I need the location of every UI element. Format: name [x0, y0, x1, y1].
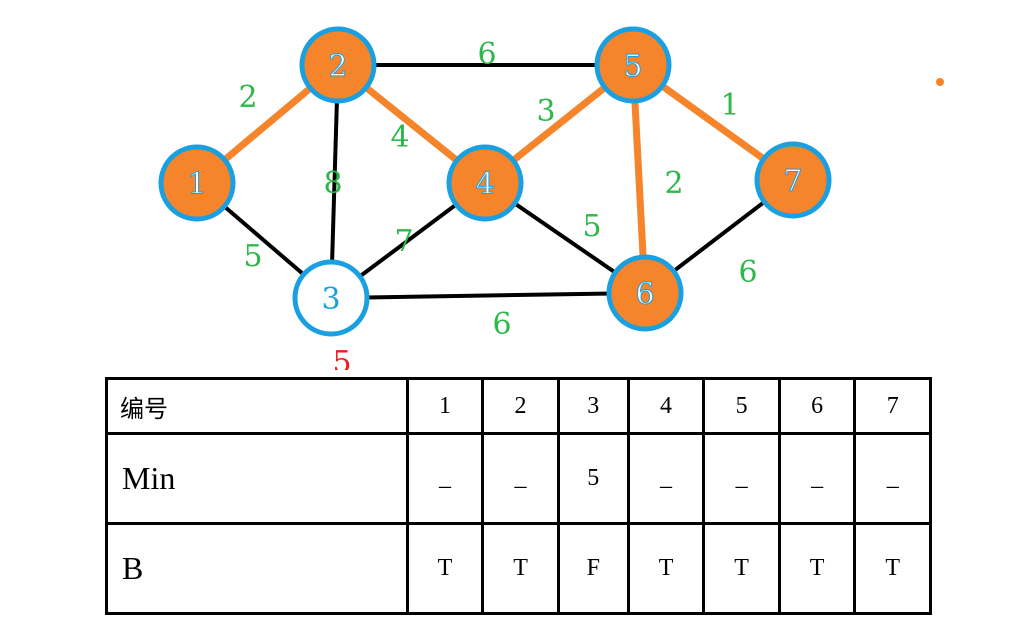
- min-cell: 5: [556, 432, 630, 525]
- node-label: 2: [328, 49, 347, 84]
- edge-weight-label: 3: [536, 94, 555, 129]
- b-cell: T: [405, 522, 485, 615]
- b-cell: T: [702, 522, 781, 615]
- id-row: 编号 1 2 3 4 5 6 7: [105, 377, 932, 435]
- min-cell: _: [853, 432, 932, 525]
- edge-weight-label: 6: [477, 37, 496, 72]
- edge-weight-label: 5: [243, 239, 262, 274]
- id-header: 编号: [105, 377, 409, 435]
- b-cell: T: [481, 522, 560, 615]
- id-cell: 7: [853, 377, 932, 435]
- node-3: [292, 259, 370, 337]
- edge-weight-label: 7: [394, 224, 413, 259]
- min-cell: _: [405, 432, 485, 525]
- edge-weight-label: 6: [492, 307, 511, 342]
- id-cell: 5: [702, 377, 781, 435]
- node-4: [446, 144, 524, 222]
- node-label: 7: [783, 164, 802, 199]
- id-cell: 1: [405, 377, 485, 435]
- b-cell: F: [556, 522, 630, 615]
- node-label: 6: [635, 277, 654, 312]
- stray-dot: [936, 78, 944, 86]
- edge-3-6: [330, 291, 646, 300]
- node-label: 3: [321, 282, 340, 317]
- node-label: 4: [475, 167, 494, 202]
- min-row: Min _ _ 5 _ _ _ _: [105, 432, 932, 525]
- b-cell: T: [626, 522, 706, 615]
- id-cell: 4: [626, 377, 706, 435]
- node-5: [594, 26, 672, 104]
- edge-weight-label: 5: [582, 209, 601, 244]
- edge-2-3: [329, 64, 340, 299]
- node-2: [299, 26, 377, 104]
- min-header: Min: [105, 432, 409, 525]
- node-label: 5: [623, 49, 642, 84]
- id-cell: 6: [777, 377, 857, 435]
- prim-table: 编号 1 2 3 4 5 6 7 Min _ _ 5 _ _ _ _ B T T…: [105, 377, 932, 615]
- edge-weight-label: 1: [720, 88, 739, 123]
- min-cell: _: [702, 432, 781, 525]
- edge-weight-label: 4: [390, 120, 409, 155]
- b-header: B: [105, 522, 409, 615]
- node-1: [158, 144, 236, 222]
- id-cell: 2: [481, 377, 560, 435]
- min-cell: _: [626, 432, 706, 525]
- b-row: B T T F T T T T: [105, 522, 932, 615]
- id-cell: 3: [556, 377, 630, 435]
- node-label: 1: [187, 167, 206, 202]
- min-cell: _: [481, 432, 560, 525]
- node3-min-note: 5: [332, 345, 351, 370]
- node-7: [754, 141, 832, 219]
- edge-weight-label: 2: [238, 80, 257, 115]
- node-6: [606, 254, 684, 332]
- edge-weight-label: 8: [323, 166, 342, 201]
- edge-weight-label: 6: [738, 255, 757, 290]
- min-cell: _: [777, 432, 857, 525]
- b-cell: T: [853, 522, 932, 615]
- edge-weight-label: 2: [664, 166, 683, 201]
- b-cell: T: [777, 522, 857, 615]
